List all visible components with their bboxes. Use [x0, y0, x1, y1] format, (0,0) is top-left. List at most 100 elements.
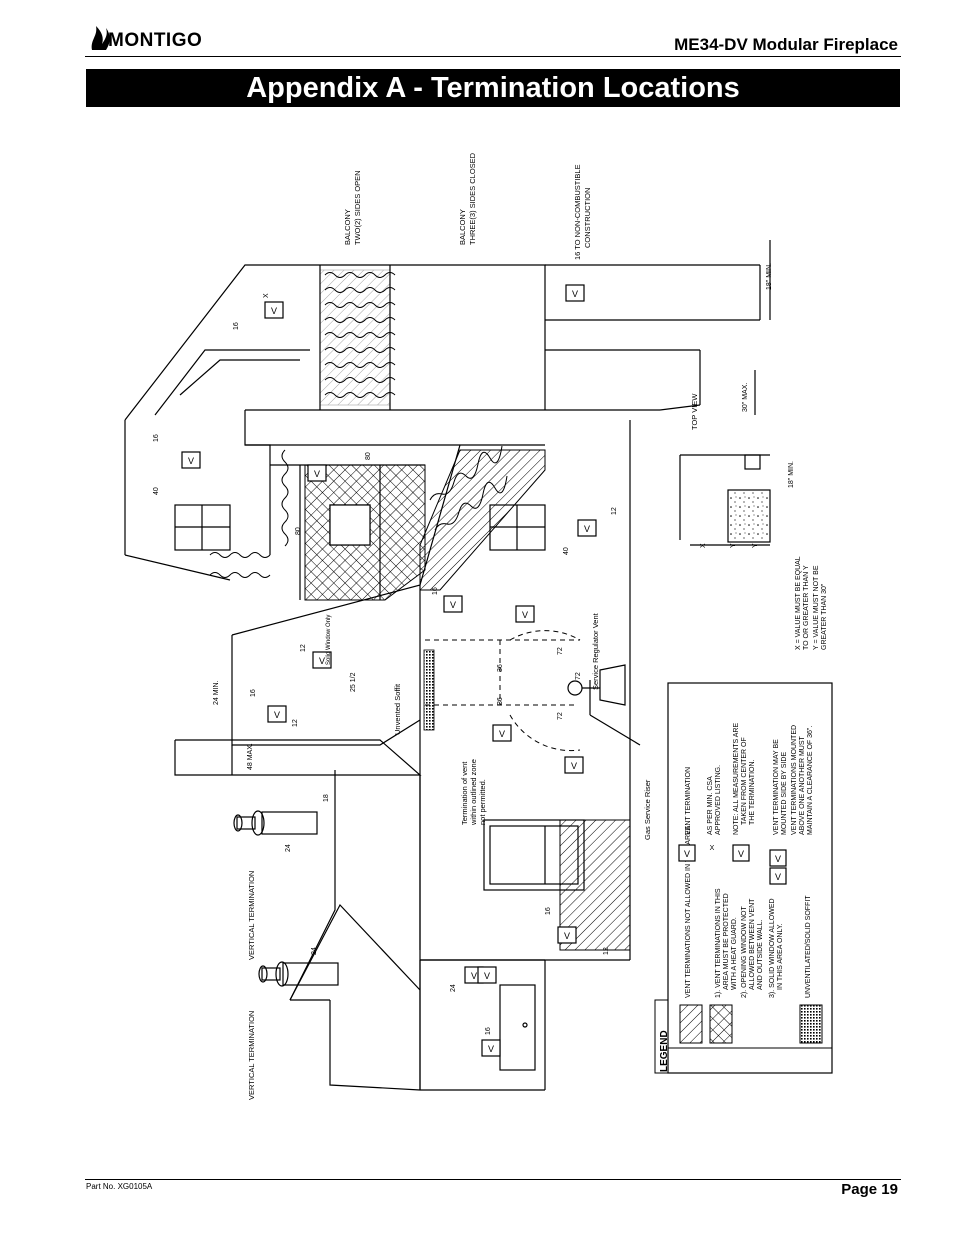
xy-note-1: X = VALUE MUST BE EQUAL — [795, 556, 802, 650]
legend-sym-4e: MAINTAIN A CLEARANCE OF 36". — [807, 726, 814, 835]
balcony-closed-label-2: THREE(3) SIDES CLOSED — [468, 152, 477, 245]
legend-item-3: UNVENTILATED/SOLID SOFFIT — [805, 895, 812, 998]
dim-72-a: 72 — [557, 647, 564, 655]
legend-title: LEGEND — [659, 1030, 670, 1072]
dim-16-c: 16 — [545, 907, 552, 915]
dim-72-c: 72 — [557, 712, 564, 720]
legend-box: LEGEND VENT TERMINATIONS NOT ALLOWED IN … — [654, 682, 833, 1074]
page-number: Page 19 — [841, 1181, 898, 1198]
legend-sym-3b: TAKEN FROM CENTER OF — [741, 737, 748, 825]
dim-25: 25 1/2 — [350, 672, 357, 692]
legend-v-3: V — [775, 854, 781, 864]
legend-item-2f: AND OUTSIDE WALL. — [757, 919, 764, 990]
dim-16-d: 16 — [485, 1027, 492, 1035]
termination-note-2: within outlined zone — [469, 759, 478, 826]
legend-item-1: VENT TERMINATIONS NOT ALLOWED IN THIS AR… — [685, 824, 692, 998]
svg-text:V: V — [572, 289, 578, 299]
legend-sym-3a: NOTE: ALL MEASUREMENTS ARE — [733, 723, 740, 835]
noncombustible-label-2: CONSTRUCTION — [583, 188, 592, 248]
legend-item-2g: 3). SOLID WINDOW ALLOWED — [769, 898, 776, 998]
dim-x: X — [263, 293, 270, 298]
top-view-label: TOP VIEW — [690, 393, 699, 430]
legend-sym-1: VENT TERMINATION — [685, 767, 692, 835]
dim-16-b: 16 — [250, 689, 257, 697]
svg-text:V: V — [564, 931, 570, 941]
dim-24-a: 24 — [285, 844, 292, 852]
noncombustible-label-1: 16 TO NON-COMBUSTIBLE — [573, 164, 582, 260]
dim-30-max: 30" MAX. — [742, 383, 749, 412]
svg-text:V: V — [471, 971, 477, 981]
legend-item-2a: 1). VENT TERMINATIONS IN THIS — [715, 888, 722, 998]
dim-16-mid: 16 — [432, 587, 439, 595]
legend-item-2d: 2). OPENING WINDOW NOT — [741, 906, 748, 999]
balcony-open-label-1: BALCONY — [343, 209, 352, 245]
dim-12-c: 12 — [603, 947, 610, 955]
service-regulator-vent-label: Service Regulator Vent — [591, 612, 600, 690]
legend-item-2c: WITH A HEAT GUARD. — [731, 917, 738, 990]
unvented-soffit-label: Unvented Soffit — [393, 683, 402, 735]
termination-note-3: not permitted. — [478, 779, 487, 825]
dim-18-min-b: 18" MIN. — [788, 461, 795, 488]
balcony-open-label-2: TWO(2) SIDES OPEN — [353, 170, 362, 245]
vertical-termination-label-b: VERTICAL TERMINATION — [247, 1011, 256, 1100]
vertical-termination-label-a: VERTICAL TERMINATION — [247, 871, 256, 960]
dim-40: 40 — [153, 487, 160, 495]
svg-text:V: V — [274, 710, 280, 720]
solid-window-label: Solid Window Only — [326, 615, 332, 665]
dim-12-right: 12 — [611, 507, 618, 515]
legend-item-2b: AREA MUST BE PROTECTED — [723, 893, 730, 990]
header-divider — [85, 56, 901, 57]
dim-36-b: 36 — [497, 697, 504, 705]
xy-note-2: TO OR GREATER THAN Y — [803, 565, 810, 650]
legend-sym-4c: VENT TERMINATIONS MOUNTED — [791, 725, 798, 835]
svg-text:V: V — [522, 610, 528, 620]
legend-item-2e: ALLOWED BETWEEN VENT — [749, 898, 756, 990]
montigo-flame-logo — [91, 26, 110, 50]
dim-40-b: 40 — [563, 547, 570, 555]
footer-divider — [85, 1179, 901, 1180]
svg-text:V: V — [314, 469, 320, 479]
dim-24-min: 24 MIN. — [213, 680, 220, 705]
legend-sym-4d: ABOVE ONE ANOTHER MUST — [799, 735, 806, 835]
legend-v-1: V — [684, 849, 690, 859]
top-view-y2: Y — [752, 543, 759, 548]
dim-80-a: 80 — [295, 527, 302, 535]
legend-sym-2a: AS PER MIN. CSA — [707, 776, 714, 835]
termination-note-1: Termination of vent — [460, 761, 469, 825]
dim-18-min-a: 18" MIN. — [766, 263, 773, 290]
document-title: ME34-DV Modular Fireplace — [674, 35, 898, 54]
logo-wordmark: MONTIGO — [108, 30, 203, 51]
legend-x: X — [710, 845, 715, 852]
dim-16-top: 16 — [233, 322, 240, 330]
legend-sym-3c: THE TERMINATION. — [749, 759, 756, 825]
svg-text:V: V — [571, 761, 577, 771]
dim-36-a: 36 — [497, 664, 504, 672]
legend-v-4: V — [775, 872, 781, 882]
svg-text:V: V — [188, 456, 194, 466]
legend-sym-2b: APPROVED LISTING. — [715, 765, 722, 835]
section-banner: Appendix A - Termination Locations — [86, 69, 900, 107]
xy-note-3: Y = VALUE MUST NOT BE — [813, 565, 820, 650]
dim-48-max: 48 MAX. — [247, 743, 254, 770]
dim-16-left: 16 — [153, 434, 160, 442]
dim-18: 18 — [323, 794, 330, 802]
dim-12-a: 12 — [300, 644, 307, 652]
svg-text:V: V — [319, 656, 325, 666]
dim-12-b: 12 — [292, 719, 299, 727]
dim-80-b: 80 — [365, 452, 372, 460]
svg-text:V: V — [484, 971, 490, 981]
svg-text:V: V — [584, 524, 590, 534]
top-view-x: X — [700, 543, 707, 548]
top-view-y1: Y — [730, 543, 737, 548]
svg-text:V: V — [499, 729, 505, 739]
balcony-closed-label-1: BALCONY — [458, 209, 467, 245]
dim-24-c: 24 — [450, 984, 457, 992]
svg-text:V: V — [450, 600, 456, 610]
legend-sym-4a: VENT TERMINATION MAY BE — [773, 739, 780, 835]
gas-service-riser-label: Gas Service Riser — [643, 779, 652, 840]
dim-72-b: 72 — [575, 672, 582, 680]
legend-item-2h: IN THIS AREA ONLY. — [777, 923, 784, 990]
xy-note-4: GREATER THAN 30" — [821, 583, 828, 650]
svg-text:V: V — [271, 306, 277, 316]
